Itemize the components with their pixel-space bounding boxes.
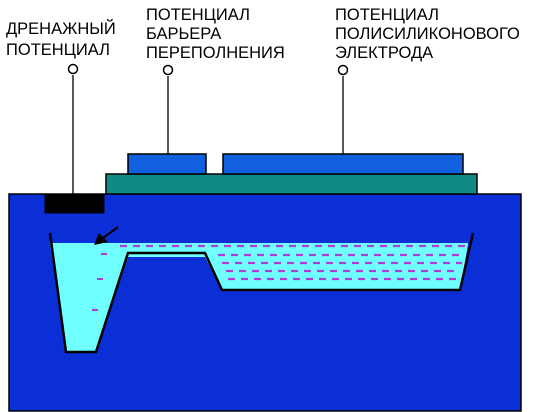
overflow-arrow-icon bbox=[94, 226, 119, 245]
electrode-label-line1: ПОТЕНЦИАЛ bbox=[335, 6, 439, 24]
drain-contact bbox=[44, 193, 105, 214]
drain-label: ДРЕНАЖНЫЙ ПОТЕНЦИАЛ bbox=[6, 19, 116, 59]
barrier-label-line3: ПЕРЕПОЛНЕНИЯ bbox=[146, 44, 285, 62]
polysilicon-electrode bbox=[222, 153, 464, 175]
drain-electrons bbox=[92, 253, 107, 311]
electrode-label-line3: ЭЛЕКТРОДА bbox=[335, 44, 433, 62]
overflow-barrier-label: ПОТЕНЦИАЛ БАРЬЕРА ПЕРЕПОЛНЕНИЯ bbox=[146, 6, 285, 62]
drain-label-line1: ДРЕНАЖНЫЙ bbox=[6, 19, 116, 38]
drain-label-line2: ПОТЕНЦИАЛ bbox=[6, 41, 110, 59]
overflow-barrier-gate bbox=[127, 153, 207, 175]
charge-region bbox=[50, 243, 468, 352]
terminal-circle-icon bbox=[162, 64, 174, 76]
oxide-layer bbox=[105, 173, 478, 195]
barrier-label-line1: ПОТЕНЦИАЛ bbox=[146, 6, 250, 24]
barrier-label-line2: БАРЬЕРА bbox=[146, 25, 221, 43]
terminal-circle-icon bbox=[67, 63, 79, 75]
potential-profile-outline bbox=[48, 232, 475, 354]
electrode-label-line2: ПОЛИСИЛИКОНОВОГО bbox=[335, 25, 520, 43]
poly-electrode-label: ПОТЕНЦИАЛ ПОЛИСИЛИКОНОВОГО ЭЛЕКТРОДА bbox=[335, 6, 520, 62]
terminal-circle-icon bbox=[337, 64, 349, 76]
electron-dashes bbox=[120, 244, 466, 281]
